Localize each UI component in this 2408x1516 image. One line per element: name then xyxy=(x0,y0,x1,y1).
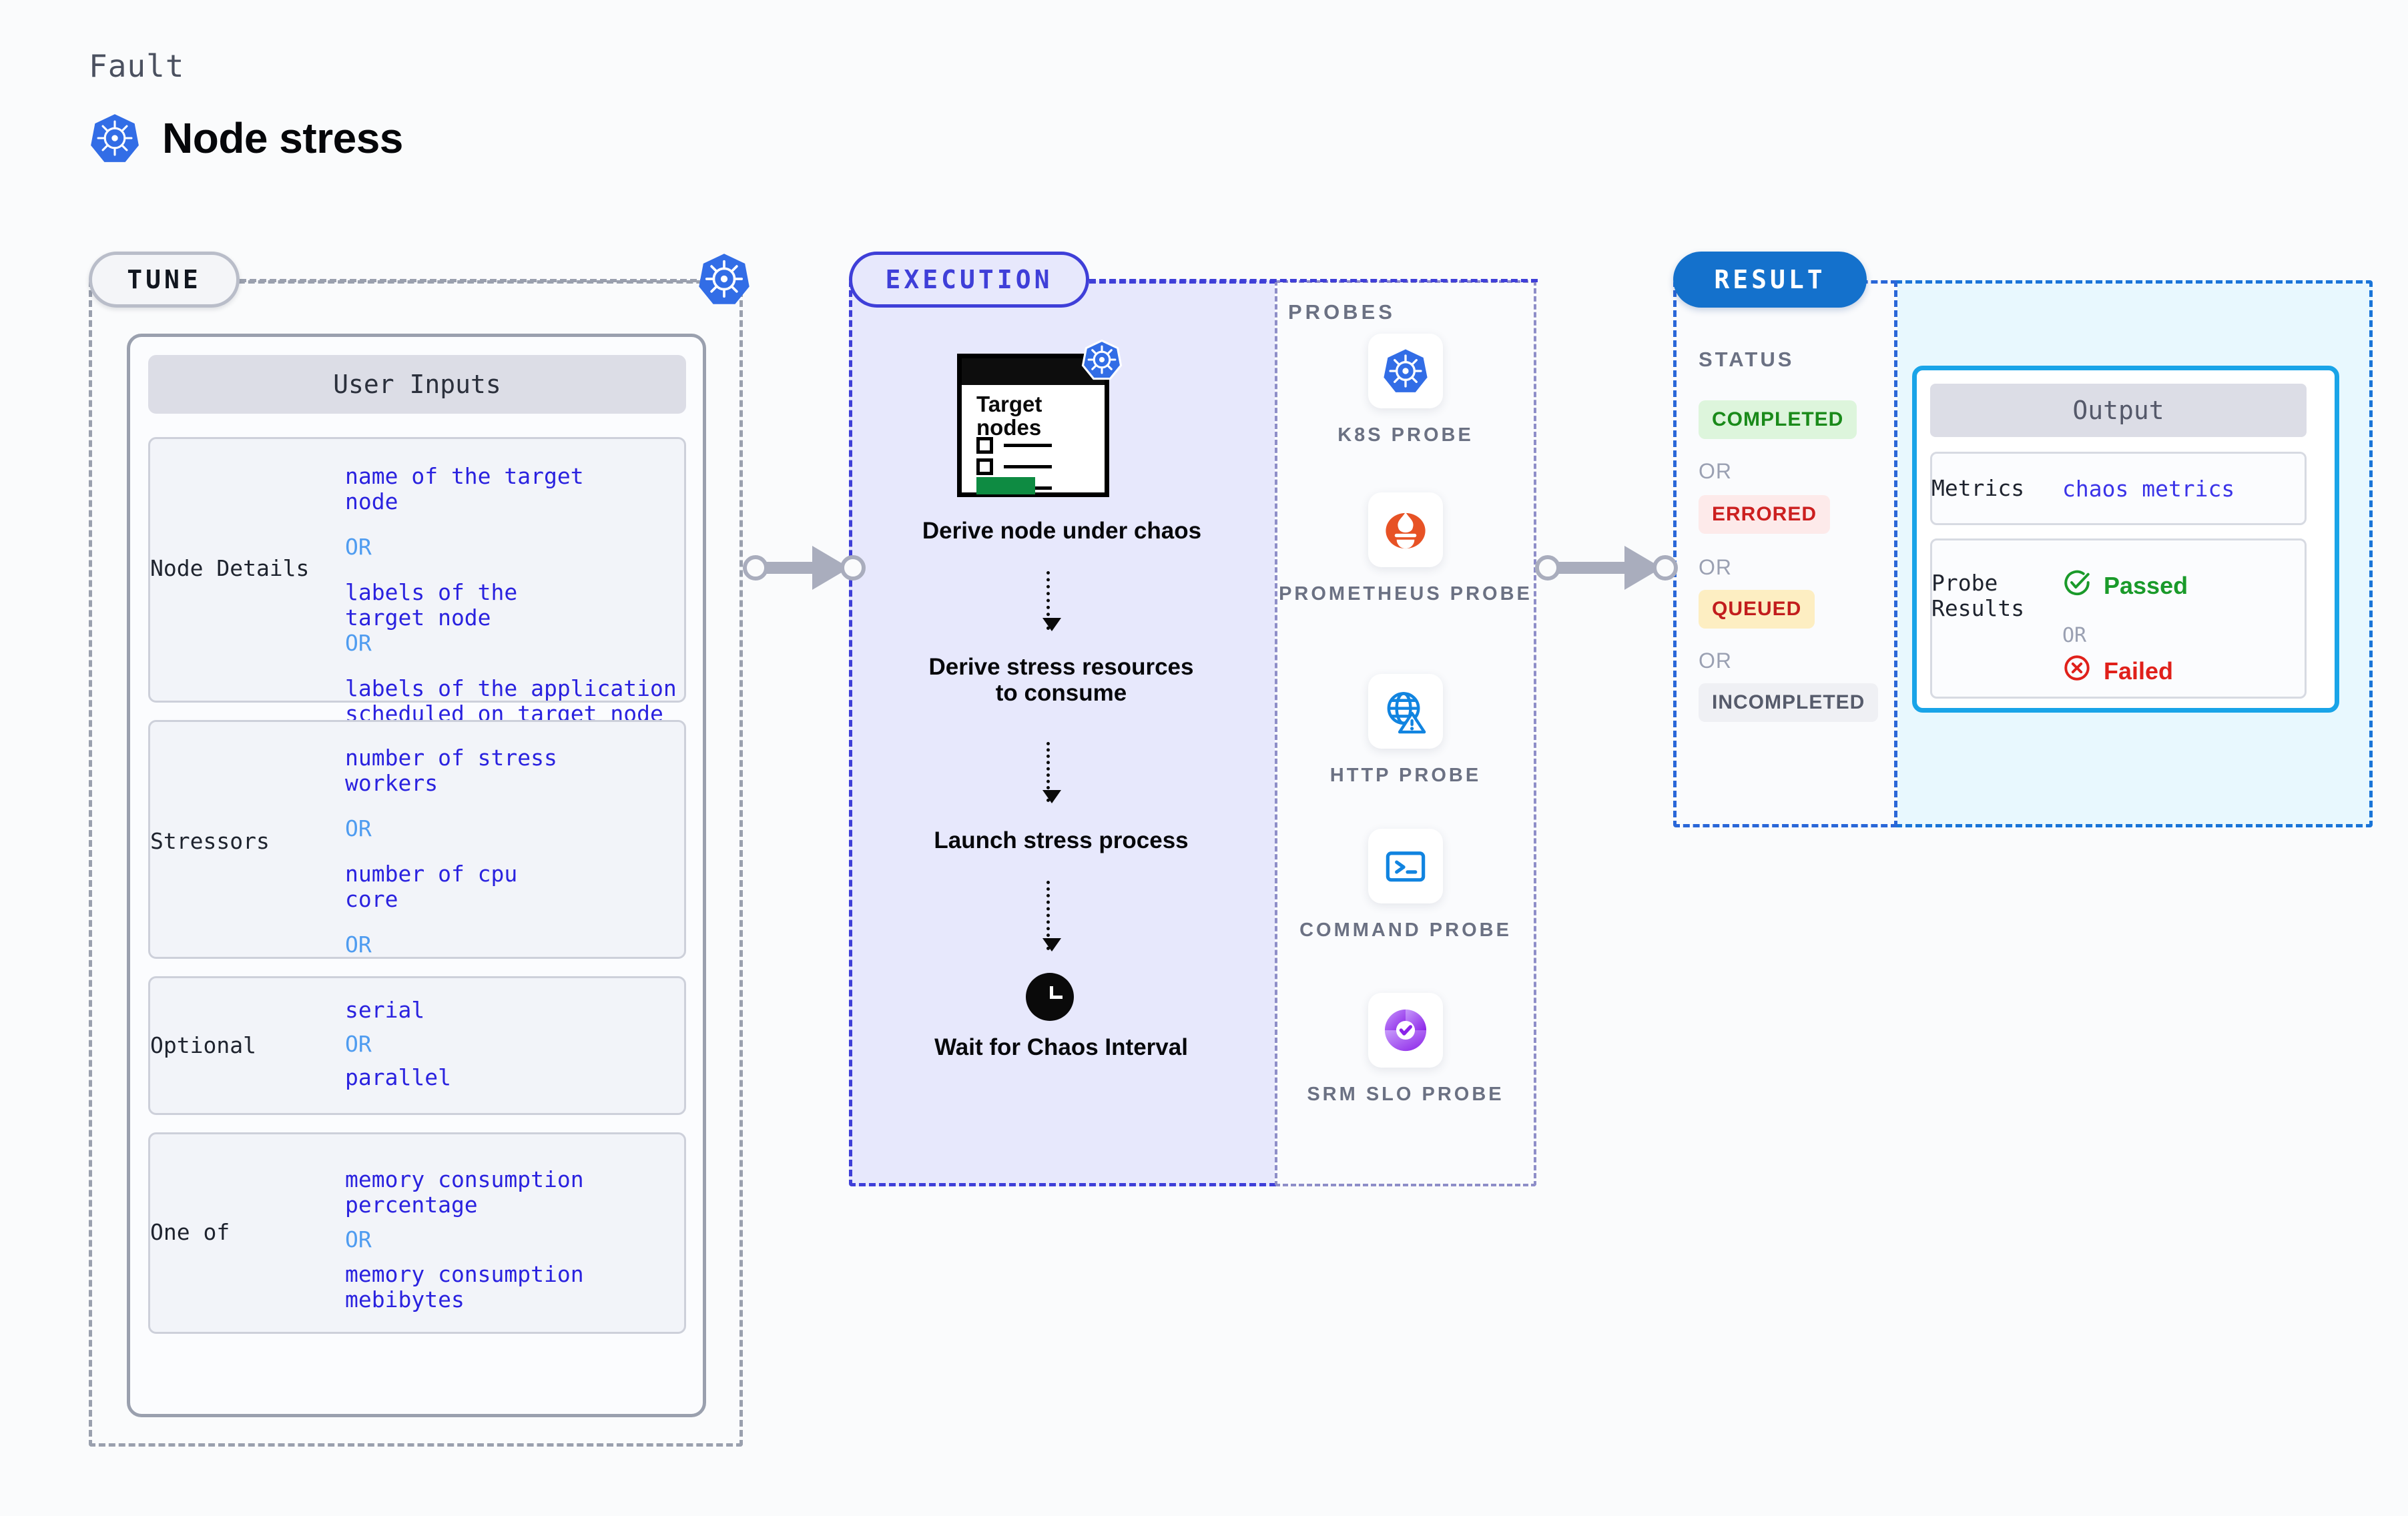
or-label: OR xyxy=(345,815,372,842)
probe-srm-slo[interactable]: SRM SLO PROBE xyxy=(1275,993,1536,1108)
checkbox-icon xyxy=(976,458,993,475)
tune-value: memory consumption mebibytes xyxy=(345,1261,584,1312)
or-label: OR xyxy=(1699,459,1732,483)
execution-connector-line xyxy=(1089,279,1538,282)
check-circle-icon xyxy=(2062,568,2092,603)
connector-tune-to-execution xyxy=(743,546,866,590)
metrics-value: chaos metrics xyxy=(2062,476,2235,502)
tune-value: labels of the application scheduled on t… xyxy=(345,675,677,727)
probe-label: SRM SLO PROBE xyxy=(1307,1084,1504,1105)
tune-value: parallel xyxy=(345,1064,451,1090)
tune-section-one-of[interactable] xyxy=(148,1132,686,1334)
probe-results-label: Probe Results xyxy=(1931,570,2025,621)
tune-section-label: Stressors xyxy=(150,828,270,854)
or-label: OR xyxy=(345,931,372,958)
user-inputs-card: User Inputs Node Details name of the tar… xyxy=(127,334,706,1417)
tune-section-label: Optional xyxy=(150,1032,256,1058)
checkbox-icon xyxy=(976,437,993,454)
user-inputs-title: User Inputs xyxy=(148,355,686,414)
checkbox-row xyxy=(976,437,1052,454)
metrics-label: Metrics xyxy=(1931,475,2025,501)
probe-prometheus[interactable]: PROMETHEUS PROBE xyxy=(1275,492,1536,607)
failed-label: Failed xyxy=(2104,657,2174,685)
tune-value: name of the target node xyxy=(345,463,584,514)
metrics-row[interactable] xyxy=(1930,452,2307,525)
output-card: Output Metrics chaos metrics Probe Resul… xyxy=(1912,366,2339,713)
terminal-icon xyxy=(1368,829,1443,903)
fault-eyebrow-label: Fault xyxy=(89,48,185,84)
probes-title: PROBES xyxy=(1288,300,1396,324)
page-title: Node stress xyxy=(162,114,403,162)
or-label: OR xyxy=(345,1226,372,1253)
tune-value: number of stress workers xyxy=(345,745,557,796)
kubernetes-icon xyxy=(1081,339,1123,380)
kubernetes-icon xyxy=(1368,334,1443,408)
tune-section-label: Node Details xyxy=(150,555,310,581)
status-title: STATUS xyxy=(1699,348,1795,371)
page-title-row: Node stress xyxy=(89,112,403,164)
tune-value: serial xyxy=(345,997,425,1023)
output-title: Output xyxy=(1930,384,2307,437)
flow-step: Derive node under chaos xyxy=(922,518,1202,544)
tune-value: number of cpu core xyxy=(345,861,518,912)
or-label: OR xyxy=(1699,555,1732,579)
result-phase-boundary xyxy=(1673,280,1897,827)
probe-results-row[interactable] xyxy=(1930,538,2307,699)
x-circle-icon xyxy=(2062,653,2092,689)
execution-phase-badge[interactable]: EXECUTION xyxy=(849,252,1089,308)
or-label: OR xyxy=(345,1030,372,1057)
probe-http[interactable]: HTTP PROBE xyxy=(1275,674,1536,789)
flow-step: Launch stress process xyxy=(934,827,1189,853)
prometheus-icon xyxy=(1368,492,1443,567)
passed-label: Passed xyxy=(2104,571,2188,599)
or-label: OR xyxy=(1699,649,1732,673)
or-label: OR xyxy=(345,630,372,657)
or-label: OR xyxy=(345,534,372,560)
status-badge-queued: QUEUED xyxy=(1699,590,1815,629)
tune-value: memory consumption percentage xyxy=(345,1166,584,1218)
probe-label: K8S PROBE xyxy=(1337,424,1474,446)
tune-section-label: One of xyxy=(150,1219,230,1245)
target-nodes-card: Target nodes xyxy=(957,354,1109,497)
status-badge-incompleted: INCOMPLETED xyxy=(1699,683,1879,722)
probe-k8s[interactable]: K8S PROBE xyxy=(1275,334,1536,448)
probe-command[interactable]: COMMAND PROBE xyxy=(1275,829,1536,943)
status-badge-errored: ERRORED xyxy=(1699,495,1831,534)
kubernetes-icon xyxy=(89,112,141,164)
kubernetes-icon xyxy=(697,252,751,306)
tune-section-node-details[interactable] xyxy=(148,437,686,703)
flow-step: Wait for Chaos Interval xyxy=(934,1034,1188,1060)
probe-label: PROMETHEUS PROBE xyxy=(1279,583,1532,605)
srm-slo-icon xyxy=(1368,993,1443,1068)
tune-section-optional[interactable] xyxy=(148,976,686,1115)
status-badge-completed: COMPLETED xyxy=(1699,400,1857,439)
globe-warning-icon xyxy=(1368,674,1443,749)
result-phase-badge[interactable]: RESULT xyxy=(1673,252,1867,308)
flow-step: Derive stress resources to consume xyxy=(928,654,1194,707)
probe-label: HTTP PROBE xyxy=(1329,765,1482,786)
target-nodes-title: Target nodes xyxy=(976,392,1042,440)
probe-label: COMMAND PROBE xyxy=(1299,919,1512,941)
or-label: OR xyxy=(2062,624,2087,647)
probe-result-failed: Failed xyxy=(2062,653,2173,689)
tune-section-stressors[interactable] xyxy=(148,720,686,959)
tune-value: labels of the target node xyxy=(345,579,518,631)
checkbox-row xyxy=(976,458,1052,475)
clock-icon xyxy=(1026,973,1074,1021)
progress-bar xyxy=(976,477,1035,494)
probe-result-passed: Passed xyxy=(2062,568,2188,603)
card-titlebar xyxy=(962,358,1105,385)
connector-execution-to-result xyxy=(1535,546,1679,590)
tune-connector-line xyxy=(240,279,707,282)
tune-phase-badge[interactable]: TUNE xyxy=(89,252,240,308)
